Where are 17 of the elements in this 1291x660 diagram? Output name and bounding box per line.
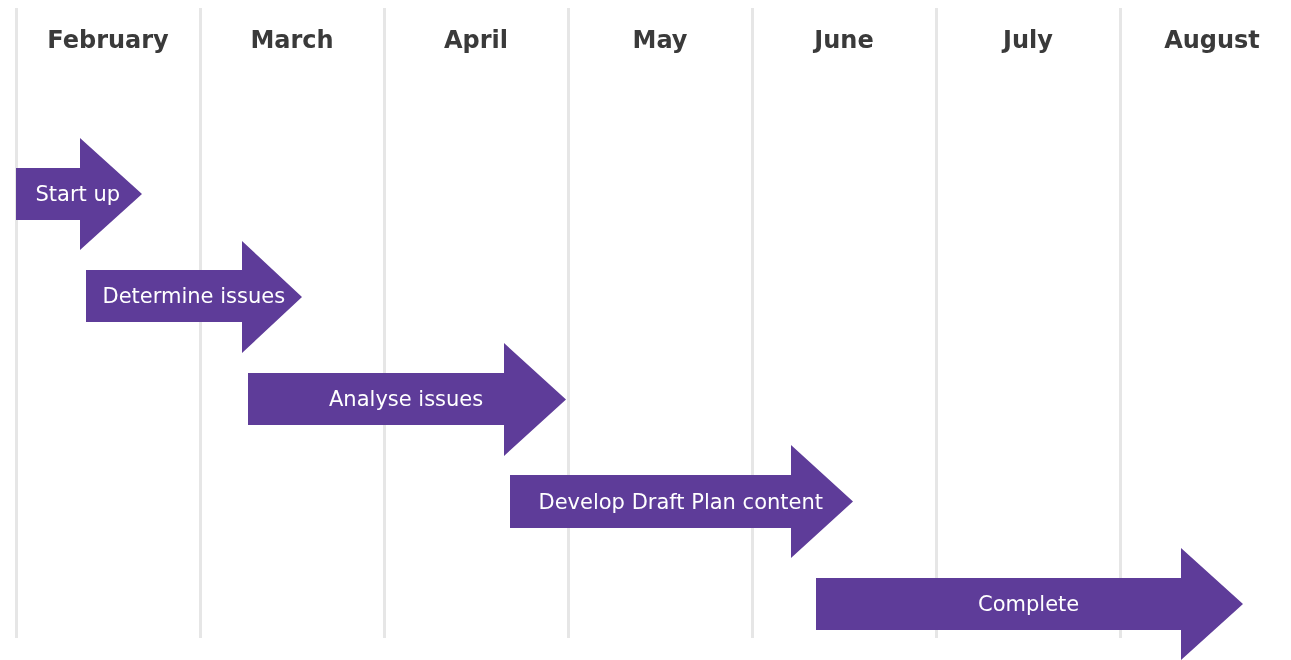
- month-label: March: [249, 26, 335, 54]
- month-label: June: [812, 26, 875, 54]
- task-label: Complete: [978, 591, 1080, 617]
- month-label: February: [46, 26, 170, 54]
- task-label: Start up: [35, 181, 121, 207]
- month-label: May: [631, 26, 689, 54]
- month-label: April: [442, 26, 509, 54]
- task-block: [816, 548, 1243, 660]
- task-block: [16, 138, 142, 250]
- task-block: [248, 343, 566, 456]
- task-label: Determine issues: [102, 283, 286, 309]
- month-label: August: [1163, 26, 1261, 54]
- task-block: [510, 445, 853, 558]
- month-label: July: [1000, 26, 1054, 54]
- task-label: Develop Draft Plan content: [538, 488, 823, 515]
- task-block: [86, 241, 302, 353]
- task-label: Analyse issues: [329, 386, 484, 412]
